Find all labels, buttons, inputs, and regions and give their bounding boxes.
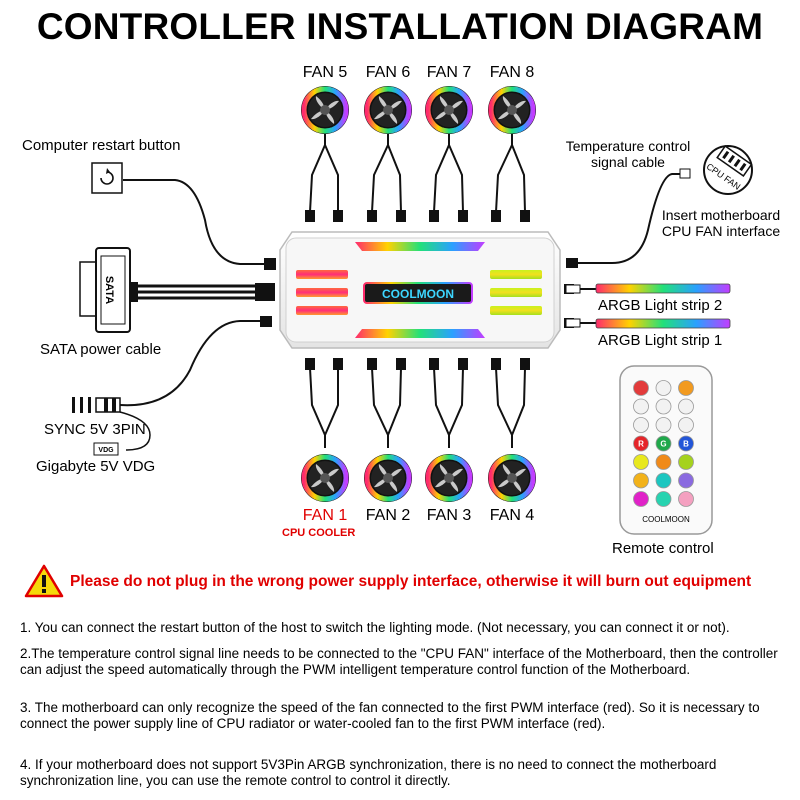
remote-button bbox=[655, 380, 672, 396]
remote-button bbox=[678, 380, 694, 396]
sync-label: SYNC 5V 3PIN bbox=[44, 421, 146, 438]
controller-brand: COOLMOON bbox=[382, 287, 454, 301]
remote-button bbox=[655, 417, 672, 433]
sata-plug-label: SATA bbox=[103, 276, 115, 304]
remote-button bbox=[678, 472, 694, 489]
fan-3-label: FAN 3 bbox=[426, 507, 472, 524]
remote-button bbox=[678, 491, 694, 507]
fan-6-label: FAN 6 bbox=[365, 64, 411, 81]
fan-8-icon bbox=[488, 86, 536, 134]
remote-button-label: B bbox=[683, 440, 689, 449]
fan-5-label: FAN 5 bbox=[302, 64, 348, 81]
controller-hub bbox=[279, 231, 561, 349]
argb-strip-2-label: ARGB Light strip 2 bbox=[598, 297, 723, 314]
remote-button bbox=[678, 454, 694, 470]
remote-button bbox=[655, 472, 672, 489]
fan-2-icon bbox=[364, 454, 412, 502]
remote-button: G bbox=[655, 435, 672, 452]
remote-button bbox=[655, 491, 672, 507]
remote-button: R bbox=[633, 435, 649, 452]
fan-3-icon bbox=[425, 454, 473, 502]
fan-1-icon bbox=[301, 454, 349, 502]
remote-button bbox=[655, 454, 672, 470]
note-3: 3. The motherboard can only recognize th… bbox=[20, 700, 760, 731]
bottom-fan-cables bbox=[309, 367, 526, 448]
remote-button bbox=[633, 417, 649, 433]
note-4: 4. If your motherboard does not support … bbox=[20, 757, 717, 788]
gigabyte-label: Gigabyte 5V VDG bbox=[36, 458, 156, 475]
top-fan-connectors bbox=[305, 210, 530, 222]
remote-button bbox=[633, 454, 649, 470]
remote-button: B bbox=[678, 435, 694, 452]
remote-button bbox=[633, 491, 649, 507]
fan-7-icon bbox=[425, 86, 473, 134]
argb-strip-1-label: ARGB Light strip 1 bbox=[598, 332, 723, 349]
remote-button-label: R bbox=[638, 440, 644, 449]
sata-connector-icon bbox=[79, 247, 138, 333]
fan-2-label: FAN 2 bbox=[365, 507, 411, 524]
remote-button bbox=[633, 472, 649, 489]
warning-text: Please do not plug in the wrong power su… bbox=[70, 573, 752, 590]
argb-strip-2 bbox=[564, 283, 731, 294]
remote-button-label: G bbox=[660, 440, 666, 449]
fan-4-icon bbox=[488, 454, 536, 502]
fan-8-label: FAN 8 bbox=[489, 64, 535, 81]
warning-icon bbox=[24, 564, 64, 598]
sync-connector-icon bbox=[72, 397, 121, 413]
fan-7-label: FAN 7 bbox=[426, 64, 472, 81]
remote-button bbox=[678, 398, 694, 415]
remote-brand: COOLMOON bbox=[642, 515, 690, 524]
vdg-plug-label: VDG bbox=[98, 447, 114, 454]
remote-button bbox=[633, 380, 649, 396]
remote-button bbox=[633, 398, 649, 415]
cpu-cooler-label: CPU COOLER bbox=[282, 527, 356, 539]
bottom-fan-connectors bbox=[305, 358, 530, 370]
fan-1-label: FAN 1 bbox=[302, 507, 348, 524]
cpu-fan-header-icon: CPU FAN bbox=[703, 145, 753, 195]
sata-cable-label: SATA power cable bbox=[40, 341, 162, 358]
note-2: 2.The temperature control signal line ne… bbox=[20, 646, 778, 677]
restart-button-label: Computer restart button bbox=[22, 137, 181, 154]
remote-button bbox=[655, 398, 672, 415]
top-fan-cables bbox=[309, 134, 526, 213]
fan-6-icon bbox=[364, 86, 412, 134]
argb-strip-1 bbox=[564, 318, 731, 329]
restart-button-icon bbox=[91, 162, 123, 194]
installation-diagram: COOLMOON SATA bbox=[72, 0, 753, 535]
fan-5-icon bbox=[301, 86, 349, 134]
note-1: 1. You can connect the restart button of… bbox=[20, 620, 730, 635]
remote-control-label: Remote control bbox=[612, 540, 714, 557]
fan-4-label: FAN 4 bbox=[489, 507, 535, 524]
remote-button bbox=[678, 417, 694, 433]
page-title: CONTROLLER INSTALLATION DIAGRAM bbox=[36, 6, 764, 47]
